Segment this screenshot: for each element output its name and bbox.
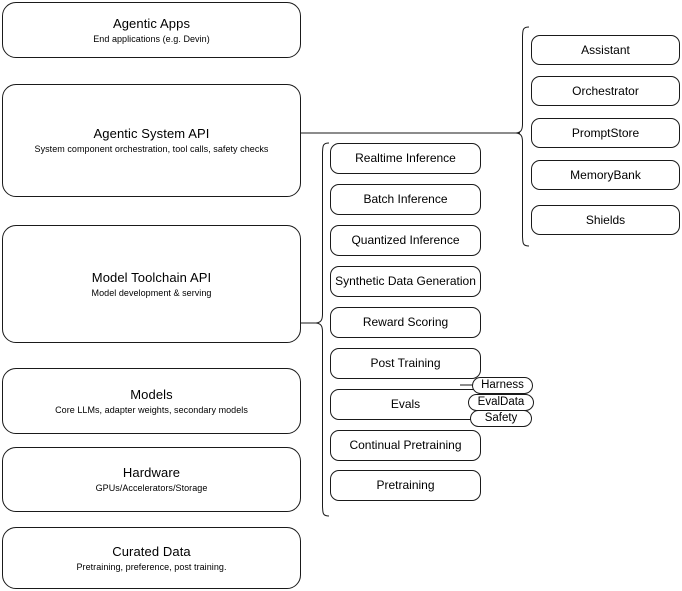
chip-label: Orchestrator [572, 83, 639, 98]
chip-label: Pretraining [376, 478, 435, 492]
eval-pill-evaldata[interactable]: EvalData [468, 394, 534, 411]
system-chip-assistant[interactable]: Assistant [531, 35, 680, 65]
layer-subtitle: End applications (e.g. Devin) [93, 33, 210, 44]
chip-label: Post Training [370, 356, 441, 370]
layer-model-toolchain-api[interactable]: Model Toolchain API Model development & … [2, 225, 301, 343]
layer-agentic-apps[interactable]: Agentic Apps End applications (e.g. Devi… [2, 2, 301, 58]
layer-subtitle: Pretraining, preference, post training. [76, 561, 227, 572]
eval-pill-safety[interactable]: Safety [470, 410, 532, 427]
layer-title: Agentic Apps [112, 15, 191, 31]
chip-label: Batch Inference [363, 192, 448, 206]
chip-label: Continual Pretraining [349, 438, 462, 452]
toolchain-chip-synthetic-data-generation[interactable]: Synthetic Data Generation [330, 266, 481, 297]
toolchain-chip-evals[interactable]: Evals [330, 389, 481, 420]
toolchain-chip-post-training[interactable]: Post Training [330, 348, 481, 379]
system-chip-orchestrator[interactable]: Orchestrator [531, 76, 680, 106]
toolchain-chip-realtime-inference[interactable]: Realtime Inference [330, 143, 481, 174]
middle-brace [315, 142, 330, 517]
toolchain-chip-batch-inference[interactable]: Batch Inference [330, 184, 481, 215]
pill-label: Harness [481, 379, 524, 391]
toolchain-chip-continual-pretraining[interactable]: Continual Pretraining [330, 430, 481, 461]
chip-label: Shields [585, 212, 626, 227]
layer-title: Hardware [122, 465, 181, 480]
chip-label: Reward Scoring [362, 315, 449, 329]
layer-models[interactable]: Models Core LLMs, adapter weights, secon… [2, 368, 301, 434]
eval-pill-harness[interactable]: Harness [472, 377, 533, 394]
toolchain-chip-pretraining[interactable]: Pretraining [330, 470, 481, 501]
chip-label: PromptStore [571, 125, 640, 140]
toolchain-chip-reward-scoring[interactable]: Reward Scoring [330, 307, 481, 338]
system-chip-promptstore[interactable]: PromptStore [531, 118, 680, 148]
right-brace [515, 26, 530, 247]
layer-hardware[interactable]: Hardware GPUs/Accelerators/Storage [2, 447, 301, 512]
chip-label: Quantized Inference [351, 233, 460, 247]
chip-label: MemoryBank [570, 167, 641, 182]
layer-title: Curated Data [112, 543, 191, 559]
layer-subtitle: System component orchestration, tool cal… [34, 144, 269, 154]
layer-title: Models [130, 386, 173, 402]
pill-label: EvalData [477, 396, 525, 408]
layer-title: Model Toolchain API [91, 269, 212, 285]
chip-label: Synthetic Data Generation [335, 274, 476, 288]
layer-subtitle: GPUs/Accelerators/Storage [95, 483, 208, 493]
layer-subtitle: Core LLMs, adapter weights, secondary mo… [55, 404, 248, 415]
toolchain-chip-quantized-inference[interactable]: Quantized Inference [330, 225, 481, 256]
layer-title: Agentic System API [93, 126, 210, 141]
pill-label: Safety [484, 412, 518, 424]
chip-label: Assistant [581, 42, 630, 57]
layer-agentic-system-api[interactable]: Agentic System API System component orch… [2, 84, 301, 197]
chip-label: Evals [390, 397, 421, 411]
system-chip-shields[interactable]: Shields [531, 205, 680, 235]
chip-label: Realtime Inference [355, 151, 456, 165]
layer-curated-data[interactable]: Curated Data Pretraining, preference, po… [2, 527, 301, 589]
layer-subtitle: Model development & serving [91, 287, 212, 298]
system-chip-memorybank[interactable]: MemoryBank [531, 160, 680, 190]
